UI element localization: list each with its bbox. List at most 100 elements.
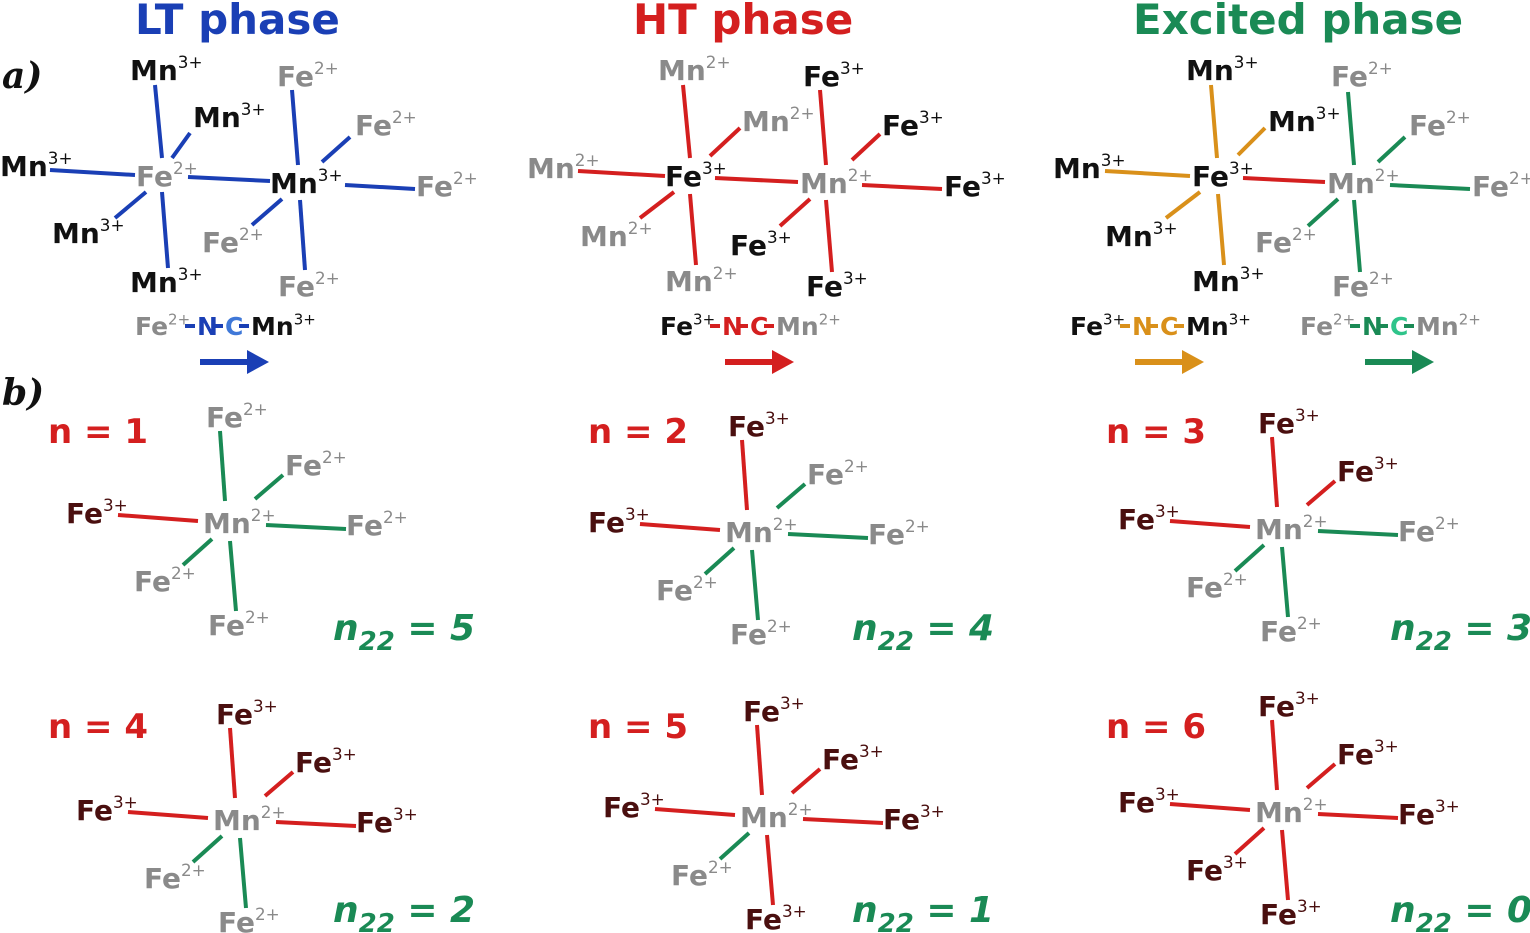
cluster-ligand-bottom: Fe3+ [1260,896,1322,931]
ion-symbol: Fe [944,170,981,203]
ion-charge: 2+ [1375,165,1400,185]
ion-charge: 3+ [1223,852,1248,872]
ion-symbol: Fe [1118,503,1155,536]
ion-symbol: C [750,312,768,341]
ion-symbol: Fe [76,794,113,827]
cluster-bond-right [1317,812,1399,820]
ht-bond [688,193,698,266]
ion-charge: 3+ [767,227,792,247]
ion-charge: 2+ [171,563,196,583]
n22-subscript: 22 [359,627,395,657]
n22-subscript: 22 [359,909,395,933]
cluster-ligand-right: Fe3+ [1398,796,1460,831]
ion-charge: 3+ [318,165,343,185]
cluster-bond-upper [1305,479,1337,507]
cluster-ligand-top: Fe3+ [216,696,278,731]
ion-symbol: C [1160,312,1178,341]
n22-value: = 2 [395,890,475,931]
n22-subscript: 22 [1416,909,1452,933]
chain-arrow-head [247,350,269,374]
ion-symbol: Fe [1255,226,1292,259]
ion-symbol: Fe [1331,60,1368,93]
cluster-center-mn2: Mn2+ [1255,794,1328,829]
ht-bond [714,176,799,184]
chain-ion-n: N [1362,312,1383,341]
lt-fe2-lower: Fe2+ [202,224,264,259]
ion-symbol: Fe [883,803,920,836]
ion-charge: 3+ [919,107,944,127]
ion-charge: 3+ [843,268,868,288]
cluster-ligand-upper: Fe3+ [1337,453,1399,488]
n22-value: = 1 [914,890,994,931]
ion-charge: 2+ [251,505,276,525]
ion-charge: 3+ [1153,218,1178,238]
ion-symbol: Mn [213,804,261,837]
ion-symbol: Fe [1192,160,1229,193]
ion-charge: 2+ [575,150,600,170]
ex-fe2-upper: Fe2+ [1409,107,1471,142]
cluster-ligand-left: Fe3+ [588,504,650,539]
cluster-ligand-upper: Fe3+ [295,744,357,779]
ion-symbol: Fe [665,160,702,193]
ion-symbol: Fe [1337,455,1374,488]
lt-mn3-bottom: Mn3+ [130,264,203,299]
ion-charge: 2+ [173,158,198,178]
cluster-center-mn2: Mn2+ [203,505,276,540]
ex-mn3-upper: Mn3+ [1268,103,1341,138]
ht-fe3-top: Fe3+ [803,58,865,93]
cluster-n-label: n = 2 [588,412,688,452]
ex-fe3-center: Fe3+ [1192,158,1254,193]
ion-charge: 3+ [1374,736,1399,756]
header-excited-phase: Excited phase [1133,0,1463,44]
ht-mn2-center: Mn2+ [800,165,873,200]
ion-charge: 2+ [315,268,340,288]
cluster-bond-top [755,724,764,796]
ion-charge: 2+ [1369,268,1394,288]
cluster-ligand-bottom: Fe2+ [218,904,280,933]
ion-charge: 3+ [1240,263,1265,283]
chain-ion-fe2: Fe2+ [135,311,190,342]
ion-symbol: Mn [580,220,628,253]
ion-symbol: Fe [671,859,708,892]
cluster-bond-upper [263,770,295,798]
ion-charge: 2+ [905,516,930,536]
ion-symbol: Fe [277,60,314,93]
ion-symbol: N [1362,312,1383,341]
ion-symbol: Fe [822,743,859,776]
ion-charge: 2+ [168,311,190,329]
ion-symbol: N [1132,312,1153,341]
cluster-bond-upper [790,767,822,795]
ex-bond [1236,126,1267,157]
ion-charge: 2+ [314,58,339,78]
ion-charge: 2+ [245,607,270,627]
ion-symbol: Fe [868,518,905,551]
cluster-n22-label: n22 = 5 [333,608,475,657]
cluster-n-label: n = 4 [48,707,148,747]
ion-charge: 2+ [1446,107,1471,127]
cluster-ligand-lower: Fe2+ [134,563,196,598]
cluster-bond-left [117,513,199,523]
ion-symbol: Fe [803,60,840,93]
chain-ion-c: C [1160,312,1178,341]
ht-fe3-bottom: Fe3+ [806,268,868,303]
cluster-ligand-upper: Fe3+ [822,741,884,776]
lt-bond [49,168,136,177]
cluster-ligand-lower: Fe2+ [144,860,206,895]
ion-charge: 2+ [1303,794,1328,814]
ion-charge: 3+ [393,804,418,824]
ion-symbol: Fe [208,609,245,642]
ion-symbol: Mn [1268,105,1316,138]
ion-symbol: Fe [416,170,453,203]
cluster-ligand-top: Fe3+ [728,408,790,443]
ion-symbol: Fe [218,906,255,933]
ht-bond [850,132,882,162]
lt-fe2-bottom: Fe2+ [278,268,340,303]
cluster-ligand-right: Fe2+ [1398,513,1460,548]
ht-bond [778,197,812,228]
cluster-bond-top [1270,719,1279,791]
ion-charge: 3+ [1155,501,1180,521]
ex-bond [1346,91,1356,166]
